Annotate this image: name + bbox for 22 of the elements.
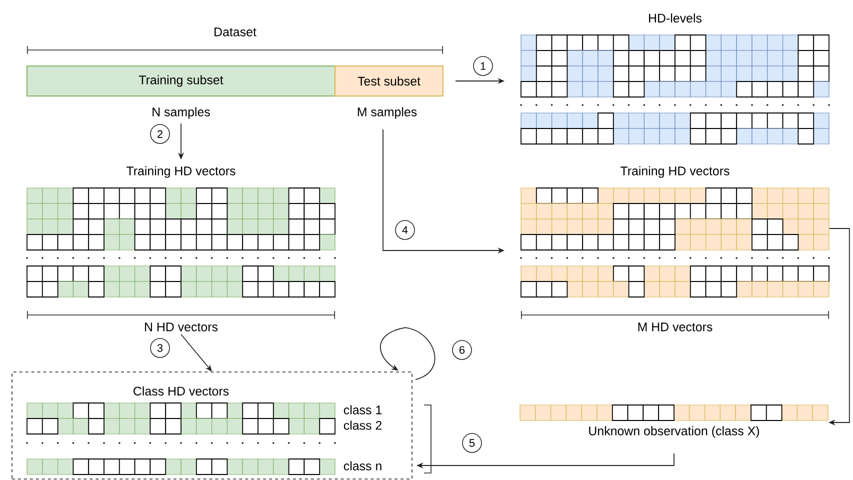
step-number: 4 <box>395 220 415 240</box>
grid-heading: HD-levels <box>649 13 702 23</box>
subset-bar: Test subset <box>334 66 444 96</box>
step-number: 2 <box>150 124 170 144</box>
grid-heading: Training HD vectors <box>620 166 730 178</box>
class-label: class n <box>344 461 382 470</box>
step-number: 5 <box>462 433 482 453</box>
step-number: 6 <box>452 340 472 360</box>
class-label: class 2 <box>344 420 382 430</box>
grid-heading: Class HD vectors <box>134 386 229 396</box>
dimension-label: Dataset <box>214 28 256 36</box>
subset-bar: Training subset <box>26 66 336 96</box>
vector-caption: Unknown observation (class X) <box>589 426 760 438</box>
step-number: 1 <box>473 56 493 76</box>
step-number: 3 <box>150 338 170 358</box>
sample-count: M samples <box>358 107 417 119</box>
class-label: class 1 <box>344 405 382 414</box>
dimension-label: N HD vectors <box>145 322 218 332</box>
dimension-label: M HD vectors <box>638 322 712 332</box>
grid-heading: Training HD vectors <box>126 166 236 178</box>
sample-count: N samples <box>152 107 210 119</box>
arrow <box>380 327 436 380</box>
